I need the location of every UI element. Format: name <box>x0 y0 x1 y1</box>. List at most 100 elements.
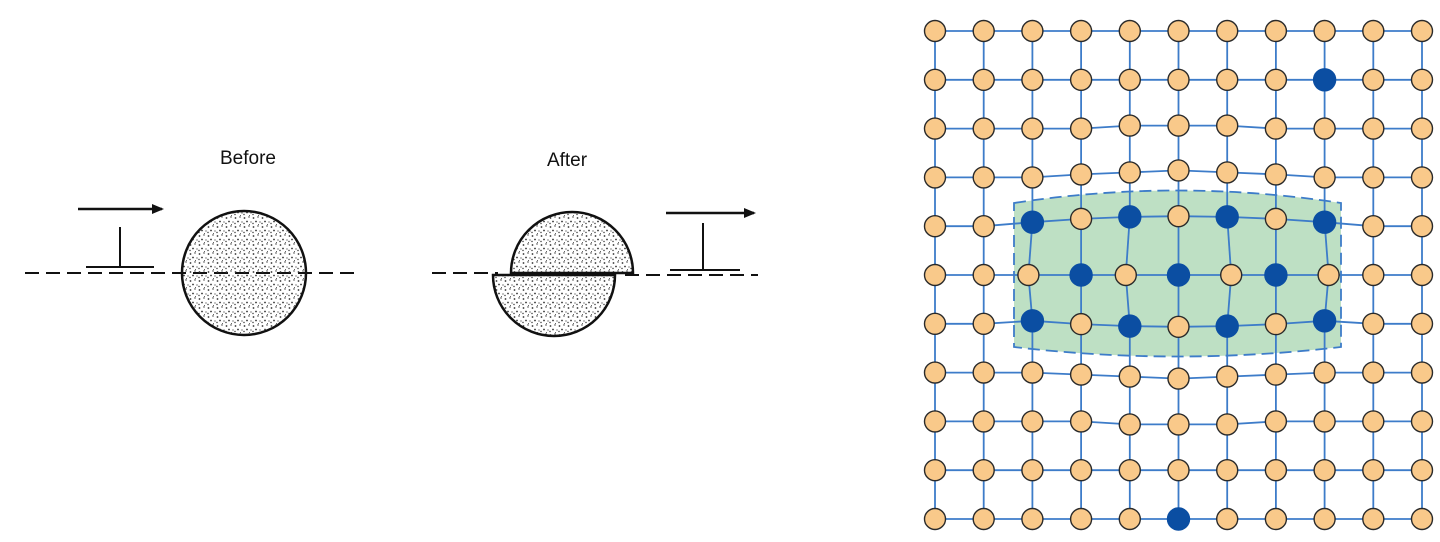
matrix-atom <box>972 68 995 92</box>
matrix-atom <box>972 214 995 238</box>
matrix-atom <box>1264 312 1288 336</box>
matrix-atom <box>1264 507 1288 531</box>
matrix-atom <box>1069 312 1093 336</box>
sheared-particle-bottom <box>491 273 617 338</box>
matrix-atom <box>1114 263 1138 287</box>
after-label: After <box>547 150 588 171</box>
matrix-atom <box>1215 413 1239 436</box>
dislocation-symbol-before <box>86 227 154 268</box>
solute-atom <box>1166 263 1191 287</box>
matrix-atom <box>1167 159 1190 182</box>
matrix-atom <box>1118 68 1142 92</box>
matrix-atom <box>923 507 947 531</box>
solute-atom <box>1069 263 1093 287</box>
matrix-atom <box>1069 507 1093 531</box>
matrix-atom <box>1313 19 1336 43</box>
matrix-atom <box>1410 68 1434 92</box>
matrix-atom <box>1362 214 1385 238</box>
solute-atom <box>1020 210 1045 234</box>
matrix-atom <box>1167 459 1190 482</box>
matrix-atom <box>923 68 947 92</box>
matrix-atom <box>1362 459 1385 482</box>
matrix-atom <box>1362 19 1385 43</box>
solute-atom <box>1118 314 1142 338</box>
matrix-atom <box>1313 459 1336 482</box>
matrix-atom <box>972 117 995 140</box>
solute-atom <box>1312 309 1337 333</box>
matrix-atom <box>1410 214 1434 238</box>
matrix-atom <box>1118 161 1142 184</box>
matrix-atom <box>1118 114 1142 137</box>
matrix-atom <box>1118 19 1142 43</box>
matrix-atom <box>1362 361 1385 384</box>
matrix-atom <box>972 459 995 482</box>
matrix-atom <box>1264 410 1288 433</box>
matrix-atom <box>1264 363 1288 386</box>
matrix-atom <box>1362 263 1385 287</box>
matrix-atom <box>923 19 947 43</box>
solute-atom <box>1312 210 1337 234</box>
matrix-atom <box>1264 19 1288 43</box>
after-panel: After <box>432 150 758 338</box>
matrix-atom <box>1069 163 1093 186</box>
matrix-atom <box>923 312 947 335</box>
matrix-atom <box>1410 361 1434 384</box>
matrix-atom <box>972 507 995 531</box>
matrix-atom <box>923 459 947 482</box>
matrix-atom <box>1317 263 1340 287</box>
matrix-atom <box>1021 19 1044 43</box>
matrix-atom <box>1167 204 1190 228</box>
matrix-atom <box>1021 68 1044 92</box>
matrix-atom <box>1410 312 1434 335</box>
matrix-atom <box>1264 207 1288 231</box>
matrix-atom <box>1021 410 1044 433</box>
matrix-atom <box>1069 68 1093 92</box>
solute-atom <box>1166 507 1191 531</box>
lattice-diagram <box>923 19 1434 531</box>
matrix-atom <box>1167 413 1190 436</box>
matrix-atom <box>1069 207 1093 231</box>
matrix-atom <box>1215 19 1239 43</box>
matrix-atom <box>923 214 947 238</box>
matrix-atom <box>1362 68 1385 92</box>
matrix-atom <box>1313 361 1336 384</box>
matrix-atom <box>1069 410 1093 433</box>
matrix-atom <box>923 361 947 384</box>
matrix-atom <box>1410 507 1434 531</box>
matrix-atom <box>1215 161 1239 184</box>
matrix-atom <box>1021 117 1044 140</box>
matrix-atom <box>972 361 995 384</box>
matrix-atom <box>1021 361 1044 384</box>
matrix-atom <box>923 263 947 287</box>
before-label: Before <box>220 148 276 169</box>
matrix-atom <box>1313 117 1336 140</box>
sheared-particle-top <box>509 210 635 275</box>
matrix-atom <box>1017 263 1040 287</box>
matrix-atom <box>1021 166 1044 189</box>
matrix-atom <box>1215 507 1239 531</box>
matrix-atom <box>923 410 947 433</box>
matrix-atom <box>1362 410 1385 433</box>
matrix-atom <box>1362 507 1385 531</box>
matrix-atom <box>1167 315 1190 338</box>
solute-atom <box>1312 68 1337 92</box>
solute-atom <box>1264 263 1288 287</box>
matrix-atom <box>1118 365 1142 388</box>
matrix-atom <box>1215 365 1239 388</box>
matrix-atom <box>1069 19 1093 43</box>
matrix-atom <box>1118 459 1142 482</box>
matrix-atom <box>1410 19 1434 43</box>
matrix-atom <box>972 263 995 287</box>
matrix-atom <box>1362 117 1385 140</box>
matrix-atom <box>1264 459 1288 482</box>
matrix-atom <box>1410 410 1434 433</box>
matrix-atom <box>972 19 995 43</box>
matrix-atom <box>1167 68 1190 92</box>
matrix-atom <box>1167 114 1190 137</box>
matrix-atom <box>1362 166 1385 189</box>
matrix-atom <box>1118 507 1142 531</box>
dislocation-symbol-after <box>670 223 740 271</box>
solute-atom <box>1118 205 1142 229</box>
matrix-atom <box>1219 263 1243 287</box>
